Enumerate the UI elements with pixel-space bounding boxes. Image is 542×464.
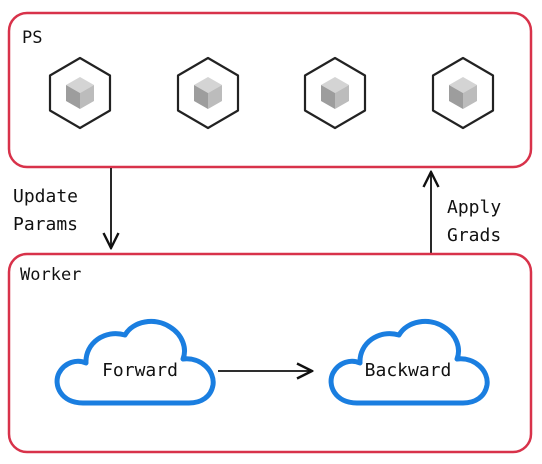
apply-grads-label-line1: Apply	[447, 197, 501, 218]
apply-grads-edge: Apply Grads	[431, 172, 501, 253]
ps-nodes	[48, 56, 495, 130]
update-params-label-line1: Update	[13, 186, 78, 207]
worker-box-border	[7, 252, 533, 454]
ps-box-label: PS	[22, 28, 42, 48]
cube-icon	[303, 56, 367, 130]
update-params-label-line2: Params	[13, 214, 78, 235]
forward-label: Forward	[102, 360, 178, 381]
cube-icon	[431, 56, 495, 130]
ps-box: PS	[7, 11, 533, 169]
cube-icon	[48, 56, 112, 130]
forward-cloud: Forward	[57, 321, 213, 403]
update-params-edge: Update Params	[13, 168, 111, 248]
ps-box-border	[7, 11, 533, 169]
worker-box: Worker	[7, 252, 533, 454]
apply-grads-label-line2: Grads	[447, 225, 501, 246]
backward-cloud: Backward	[331, 321, 487, 403]
worker-box-label: Worker	[20, 265, 81, 285]
cube-icon	[176, 56, 240, 130]
backward-label: Backward	[365, 360, 452, 381]
